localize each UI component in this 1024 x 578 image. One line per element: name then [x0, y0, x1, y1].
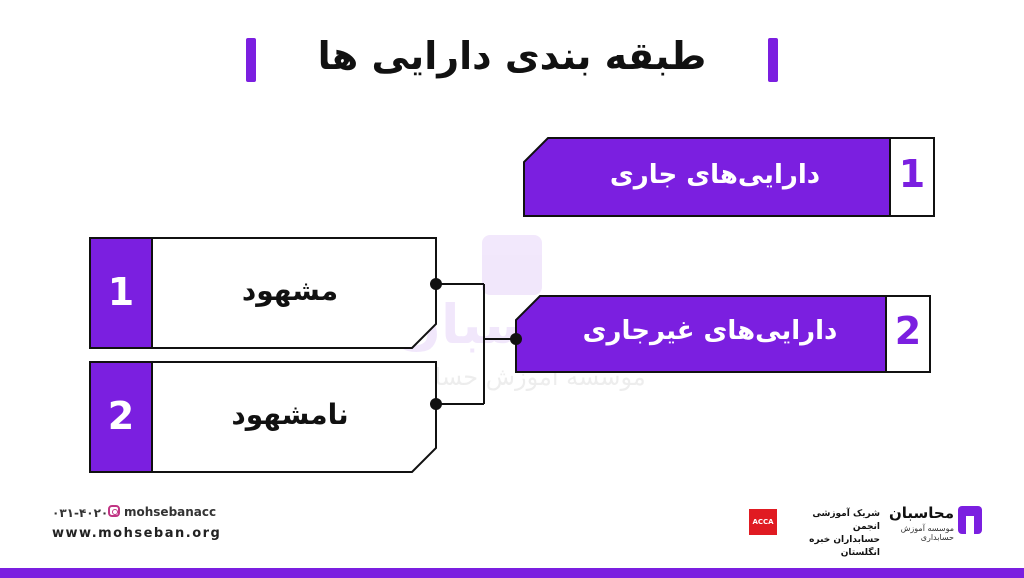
partner-line-1: شریک آموزشی انجمن: [812, 509, 880, 532]
noncurrent-assets-box: [515, 295, 931, 373]
connector-dot-tangible: [430, 278, 442, 290]
website-url: www.mohseban.org: [52, 526, 222, 541]
brand-logo-icon: [958, 506, 982, 534]
title-bar-left: [246, 38, 256, 82]
tangible-label: مشهود: [241, 274, 339, 307]
connector-dot-noncurrent: [510, 333, 522, 345]
acca-badge: ACCA: [749, 509, 777, 535]
brand-name: محاسبان: [888, 504, 954, 522]
intangible-number: 2: [107, 394, 135, 438]
partner-text: شریک آموزشی انجمن حسابداران خبره انگلستا…: [784, 508, 880, 560]
noncurrent-assets-number-box: [885, 295, 931, 373]
noncurrent-assets-label: دارایی‌های غیرجاری: [582, 316, 838, 346]
watermark-logo-icon: [482, 235, 542, 295]
instagram-icon: [108, 505, 120, 517]
page-title: طبقه بندی دارایی ها: [317, 34, 707, 78]
instagram-handle: mohsebanacc: [124, 505, 217, 519]
bottom-accent-bar: [0, 568, 1024, 578]
brand-subtitle: موسسه آموزش حسابداری: [900, 524, 954, 542]
current-assets-label: دارایی‌های جاری: [609, 160, 821, 190]
title-bar-right: [768, 38, 778, 82]
connector-dot-intangible: [430, 398, 442, 410]
noncurrent-assets-number: 2: [894, 309, 922, 353]
partner-line-2: حسابداران خبره انگلستان: [809, 535, 880, 558]
current-assets-box: [523, 137, 935, 217]
current-assets-number: 1: [898, 152, 926, 196]
intangible-label: نامشهود: [231, 398, 349, 431]
tangible-number-box: [89, 237, 153, 349]
phone-number: ۰۳۱-۴۰۲۰: [52, 506, 109, 520]
current-assets-number-box: [889, 137, 935, 217]
tangible-number: 1: [107, 270, 135, 314]
intangible-number-box: [89, 361, 153, 473]
